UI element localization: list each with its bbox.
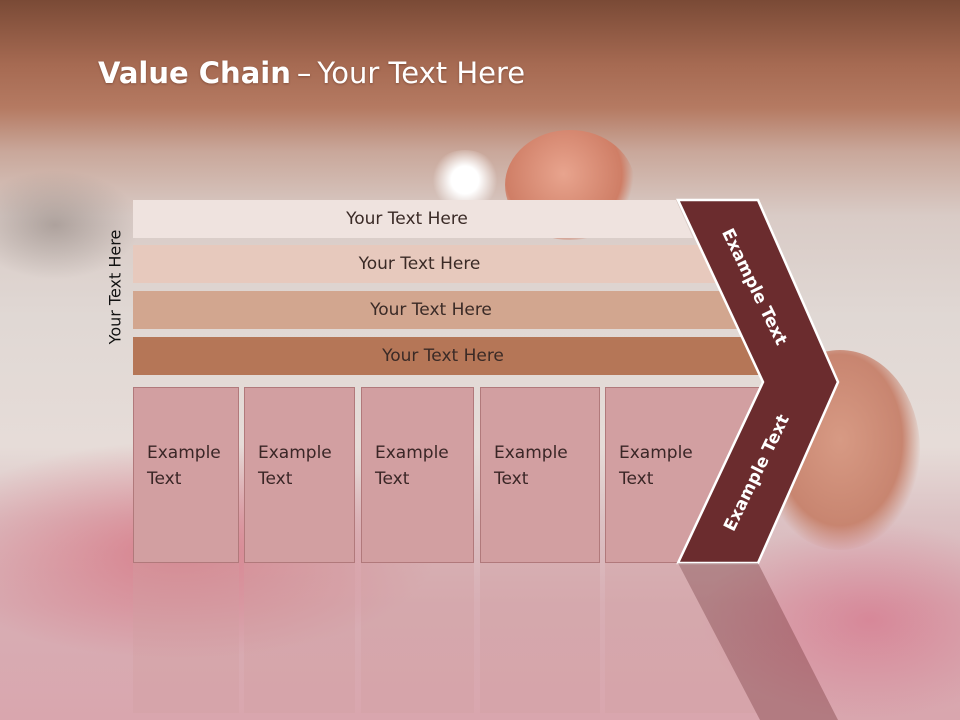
title-bold: Value Chain: [98, 56, 291, 90]
row-bar-4: Your Text Here: [133, 337, 765, 375]
cell-label: Example Text: [147, 443, 221, 489]
cell-label: Example Text: [494, 443, 568, 489]
value-cell-3: Example Text: [361, 387, 474, 563]
cell-label: Example Text: [258, 443, 332, 489]
value-cell-4: Example Text: [480, 387, 600, 563]
row-bar-label: Your Text Here: [346, 209, 468, 229]
row-bar-3: Your Text Here: [133, 291, 741, 329]
value-cell-1: Example Text: [133, 387, 239, 563]
row-bar-label: Your Text Here: [382, 346, 504, 366]
row-bar-label: Your Text Here: [358, 254, 481, 274]
cell-label: Example Text: [619, 443, 693, 489]
row-bar-label: Your Text Here: [370, 300, 492, 320]
title-rest: Your Text Here: [317, 56, 526, 90]
slide-title: Value Chain–Your Text Here: [98, 56, 525, 90]
row-bar-2: Your Text Here: [133, 245, 718, 283]
title-separator: –: [296, 56, 312, 90]
chevron-shape: [676, 198, 840, 565]
cell-label: Example Text: [375, 443, 449, 489]
row-bar-1: Your Text Here: [133, 200, 693, 238]
value-cell-2: Example Text: [244, 387, 355, 563]
